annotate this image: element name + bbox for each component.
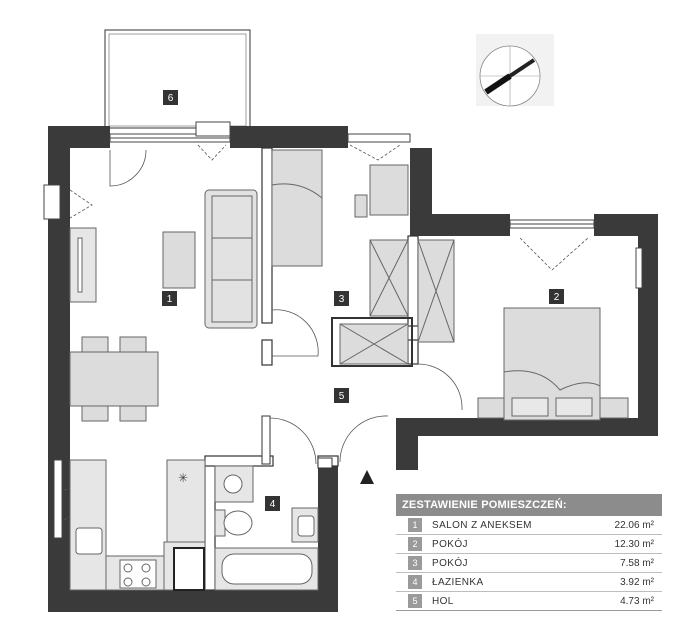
- svg-text:2: 2: [554, 292, 560, 303]
- svg-text:5: 5: [339, 391, 345, 402]
- tv: [77, 237, 83, 293]
- room-label-6: 6: [163, 90, 178, 105]
- room-area: 4.73 m²: [620, 595, 654, 607]
- svg-text:1: 1: [167, 294, 173, 305]
- svg-text:6: 6: [168, 93, 174, 104]
- row-index: 4: [408, 575, 422, 589]
- room-name: POKÓJ: [432, 538, 468, 550]
- room-area: 7.58 m²: [620, 557, 654, 569]
- room-summary-title: ZESTAWIENIE POMIESZCZEŃ:: [396, 494, 662, 516]
- room-summary-row: 4 ŁAZIENKA 3.92 m²: [396, 573, 662, 592]
- svg-text:4: 4: [270, 499, 276, 510]
- star-icon: ✳: [178, 471, 188, 485]
- room-label-3: 3: [334, 291, 349, 306]
- windows: [43, 121, 643, 539]
- bed: [477, 307, 629, 421]
- svg-text:3: 3: [339, 294, 345, 305]
- room-area: 12.30 m²: [614, 538, 654, 550]
- room-summary-table: ZESTAWIENIE POMIESZCZEŃ: 1 SALON Z ANEKS…: [396, 494, 662, 611]
- exterior-walls: [48, 126, 658, 612]
- row-index: 2: [408, 537, 422, 551]
- row-index: 5: [408, 594, 422, 608]
- room-name: HOL: [432, 595, 454, 607]
- room-summary-row: 2 POKÓJ 12.30 m²: [396, 535, 662, 554]
- entrance-triangle-icon: [360, 470, 374, 484]
- room-summary-row: 5 HOL 4.73 m²: [396, 592, 662, 611]
- room-name: SALON Z ANEKSEM: [432, 519, 532, 531]
- tv-cabinet: [69, 227, 97, 303]
- room-summary-row: 3 POKÓJ 7.58 m²: [396, 554, 662, 573]
- room-label-1: 1: [162, 291, 177, 306]
- kitchen-counter: [69, 459, 206, 591]
- room-label-2: 2: [549, 289, 564, 304]
- coffee-table: [162, 231, 196, 289]
- room-area: 3.92 m²: [620, 576, 654, 588]
- room-area: 22.06 m²: [614, 519, 654, 531]
- room-label-4: 4: [265, 496, 280, 511]
- room-label-5: 5: [334, 388, 349, 403]
- row-index: 1: [408, 518, 422, 532]
- sofa: [204, 189, 258, 329]
- room-name: POKÓJ: [432, 557, 468, 569]
- room3-furniture: [271, 149, 455, 365]
- row-index: 3: [408, 556, 422, 570]
- room-name: ŁAZIENKA: [432, 576, 484, 588]
- dining-set: [69, 336, 159, 422]
- bathroom-fixtures: [214, 465, 319, 591]
- north-compass-icon: [476, 34, 554, 107]
- room-summary-row: 1 SALON Z ANEKSEM 22.06 m²: [396, 516, 662, 535]
- balcony: [104, 29, 251, 129]
- wardrobe-frame: [331, 317, 413, 367]
